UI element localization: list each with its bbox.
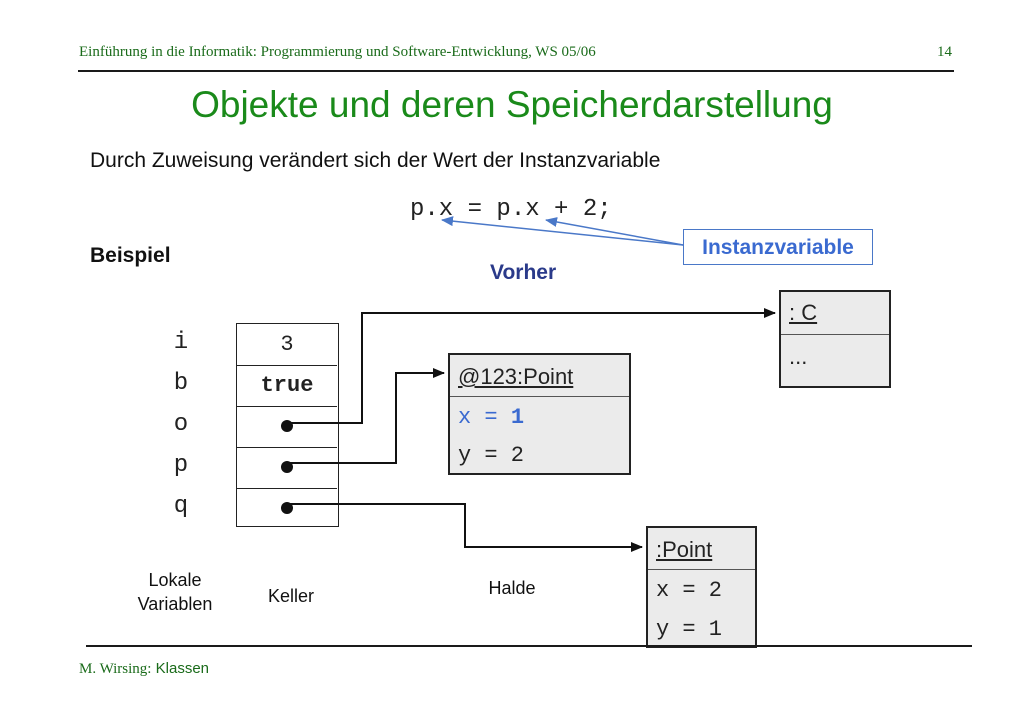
object-point-123-header: @123:Point xyxy=(458,364,574,389)
object-c: : C ... xyxy=(779,290,891,388)
object-point-123: @123:Point x = 1 y = 2 xyxy=(448,353,631,475)
var-name-i: i xyxy=(173,329,189,356)
object-point-123-y: y = 2 xyxy=(458,443,525,468)
var-name-o: o xyxy=(173,411,189,438)
footer-divider xyxy=(86,645,972,647)
course-header: Einführung in die Informatik: Programmie… xyxy=(79,44,596,60)
object-point-header: :Point xyxy=(656,537,713,562)
object-point: :Point x = 2 y = 1 xyxy=(646,526,757,648)
caption-heap: Halde xyxy=(488,578,536,598)
var-name-q: q xyxy=(173,493,189,520)
callout-arrow-right xyxy=(545,217,684,246)
field-x-value: 1 xyxy=(510,405,525,430)
object-c-body: ... xyxy=(789,344,808,369)
state-label: Vorher xyxy=(490,261,557,284)
stack-cell-b: true xyxy=(237,365,337,407)
page-number: 14 xyxy=(937,44,952,60)
header-divider xyxy=(78,70,954,72)
var-name-b: b xyxy=(173,370,189,397)
object-c-header: : C xyxy=(789,300,818,325)
example-label: Beispiel xyxy=(90,244,171,267)
reference-arrow-p xyxy=(287,368,445,464)
reference-arrow-o xyxy=(287,308,776,424)
caption-local-variables: Lokale Variablen xyxy=(137,570,213,614)
stack-cell-i: 3 xyxy=(237,324,337,366)
slide-subtitle: Durch Zuweisung verändert sich der Wert … xyxy=(90,149,661,172)
reference-arrow-q xyxy=(287,503,643,552)
callout-arrow-left xyxy=(441,216,684,246)
footer: M. Wirsing: Klassen xyxy=(79,660,209,678)
object-point-x: x = 2 xyxy=(656,578,723,603)
instance-variable-callout: Instanzvariable xyxy=(683,229,873,265)
object-point-123-x: x = 1 xyxy=(458,405,524,430)
var-name-p: p xyxy=(173,452,189,479)
footer-topic: Klassen xyxy=(155,660,210,677)
object-point-y: y = 1 xyxy=(656,617,723,642)
slide-title: Objekte und deren Speicherdarstellung xyxy=(191,84,833,125)
caption-stack: Keller xyxy=(267,586,315,606)
field-x-label: x = xyxy=(458,405,498,430)
footer-author: M. Wirsing: xyxy=(79,661,152,677)
